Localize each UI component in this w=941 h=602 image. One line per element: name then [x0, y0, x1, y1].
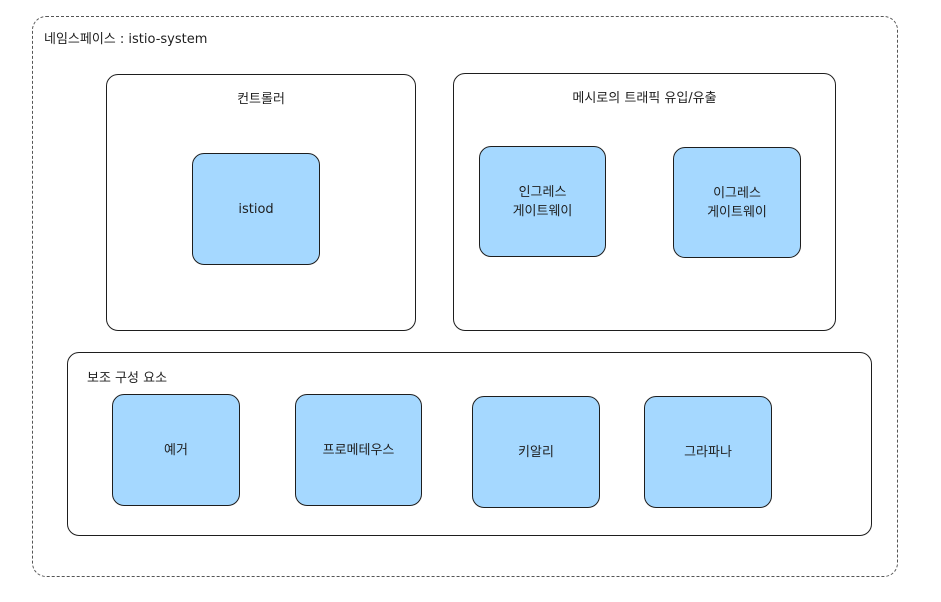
- namespace-label: 네임스페이스 : istio-system: [44, 32, 208, 47]
- ingress-gateway-node: 인그레스 게이트웨이: [479, 146, 606, 257]
- prometheus-node: 프로메테우스: [295, 394, 422, 506]
- mesh-traffic-group: [453, 73, 836, 331]
- kiali-node: 키알리: [472, 396, 600, 508]
- addons-group-title: 보조 구성 요소: [87, 371, 168, 386]
- namespace-container: [32, 16, 898, 577]
- addons-group: [67, 352, 872, 536]
- istiod-node: istiod: [192, 153, 320, 265]
- egress-gateway-node: 이그레스 게이트웨이: [673, 147, 801, 258]
- grafana-node: 그라파나: [644, 396, 772, 508]
- jaeger-node: 예거: [112, 394, 240, 506]
- controller-group-title: 컨트롤러: [237, 92, 285, 107]
- mesh-traffic-group-title: 메시로의 트래픽 유입/유출: [572, 91, 717, 106]
- controller-group: [106, 74, 416, 331]
